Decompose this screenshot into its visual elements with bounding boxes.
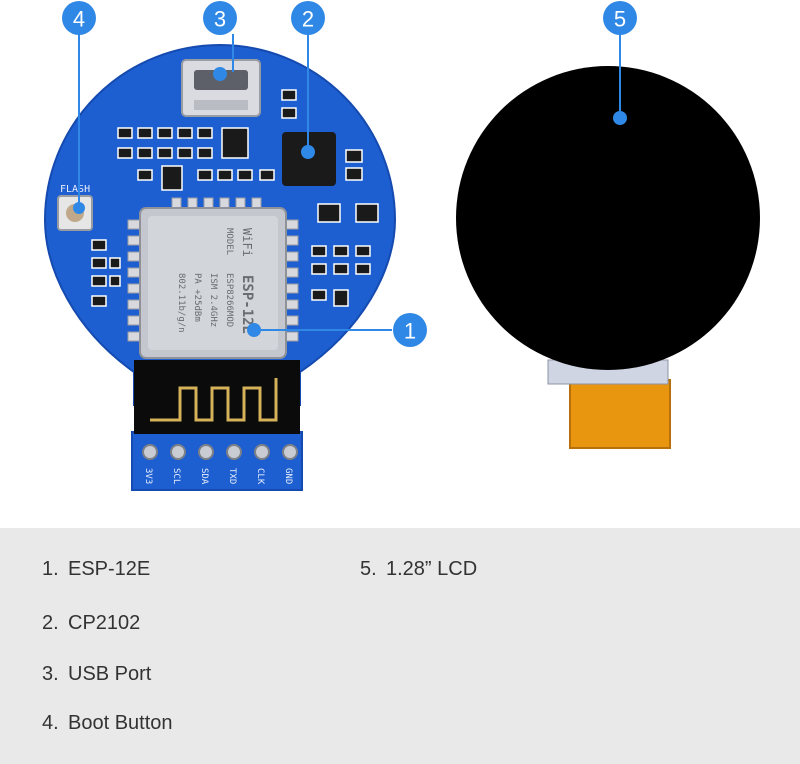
legend-label: Boot Button	[68, 712, 173, 734]
legend-label: 1.28” LCD	[386, 558, 478, 580]
callout-number: 1	[404, 319, 416, 344]
module-pads	[127, 197, 299, 342]
boot-button	[57, 195, 93, 231]
legend-number: 3.	[42, 663, 59, 685]
legend-item-usb-port: 3. USB Port	[42, 663, 151, 686]
product-illustration: WiFi ESP-12E MODEL ESP8266MOD ISM 2.4GHz…	[43, 1, 760, 491]
callout-endpoints	[73, 67, 627, 337]
callout-number: 4	[73, 7, 85, 32]
module-text-line: ESP8266MOD	[224, 273, 234, 327]
flex-cable	[569, 379, 671, 449]
callout-badge-5: 5	[603, 1, 637, 35]
lcd-display	[456, 66, 760, 449]
callout-badge-3: 3	[203, 1, 237, 35]
module-text-line: WiFi	[240, 228, 254, 257]
legend-item-esp-12e: 1. ESP-12E	[42, 558, 150, 581]
legend-number: 5.	[360, 558, 377, 580]
smd-components	[91, 89, 379, 307]
callout-badge-1: 1	[393, 313, 427, 347]
esp-12e-module: WiFi ESP-12E MODEL ESP8266MOD ISM 2.4GHz…	[139, 207, 287, 359]
legend-item-cp2102: 2. CP2102	[42, 612, 140, 635]
callout-number: 3	[214, 7, 226, 32]
pin-label: CLK	[255, 468, 265, 485]
module-text-line: 802.11b/g/n	[176, 273, 186, 333]
callout-number: 5	[614, 7, 626, 32]
legend-number: 4.	[42, 712, 59, 734]
legend-label: ESP-12E	[68, 558, 151, 580]
cp2102-chip	[282, 132, 336, 186]
legend-item-boot-button: 4. Boot Button	[42, 712, 173, 735]
header-pins	[142, 444, 298, 460]
pin-label: GND	[283, 468, 293, 484]
module-text-line: MODEL	[224, 228, 234, 255]
legend-label: CP2102	[68, 612, 141, 634]
callout-badge-4: 4	[62, 1, 96, 35]
flash-label: FLASH	[60, 184, 90, 195]
pin-label: 3V3	[143, 468, 153, 484]
header-strip	[131, 431, 303, 491]
legend-item-lcd: 5. 1.28” LCD	[360, 558, 477, 581]
lcd-screen	[456, 66, 760, 370]
pin-label: TXD	[227, 468, 237, 484]
antenna-area	[134, 360, 300, 434]
pin-labels: 3V3 SCL SDA TXD CLK GND	[143, 468, 293, 485]
legend-number: 1.	[42, 558, 59, 580]
legend-number: 2.	[42, 612, 59, 634]
callout-badge-2: 2	[291, 1, 325, 35]
pcb-board: WiFi ESP-12E MODEL ESP8266MOD ISM 2.4GHz…	[43, 44, 397, 491]
callout-lines	[78, 34, 621, 331]
pin-label: SDA	[199, 468, 209, 485]
pin-label: SCL	[171, 468, 181, 484]
callout-number: 2	[302, 7, 314, 32]
antenna-trace	[150, 378, 278, 422]
module-text-line: ESP-12E	[239, 275, 255, 334]
module-text-line: PA +25dBm	[192, 273, 202, 322]
legend-panel: 1. ESP-12E 2. CP2102 3. USB Port 4. Boot But…	[0, 528, 800, 764]
module-text-line: ISM 2.4GHz	[208, 273, 218, 327]
legend-label: USB Port	[68, 663, 152, 685]
